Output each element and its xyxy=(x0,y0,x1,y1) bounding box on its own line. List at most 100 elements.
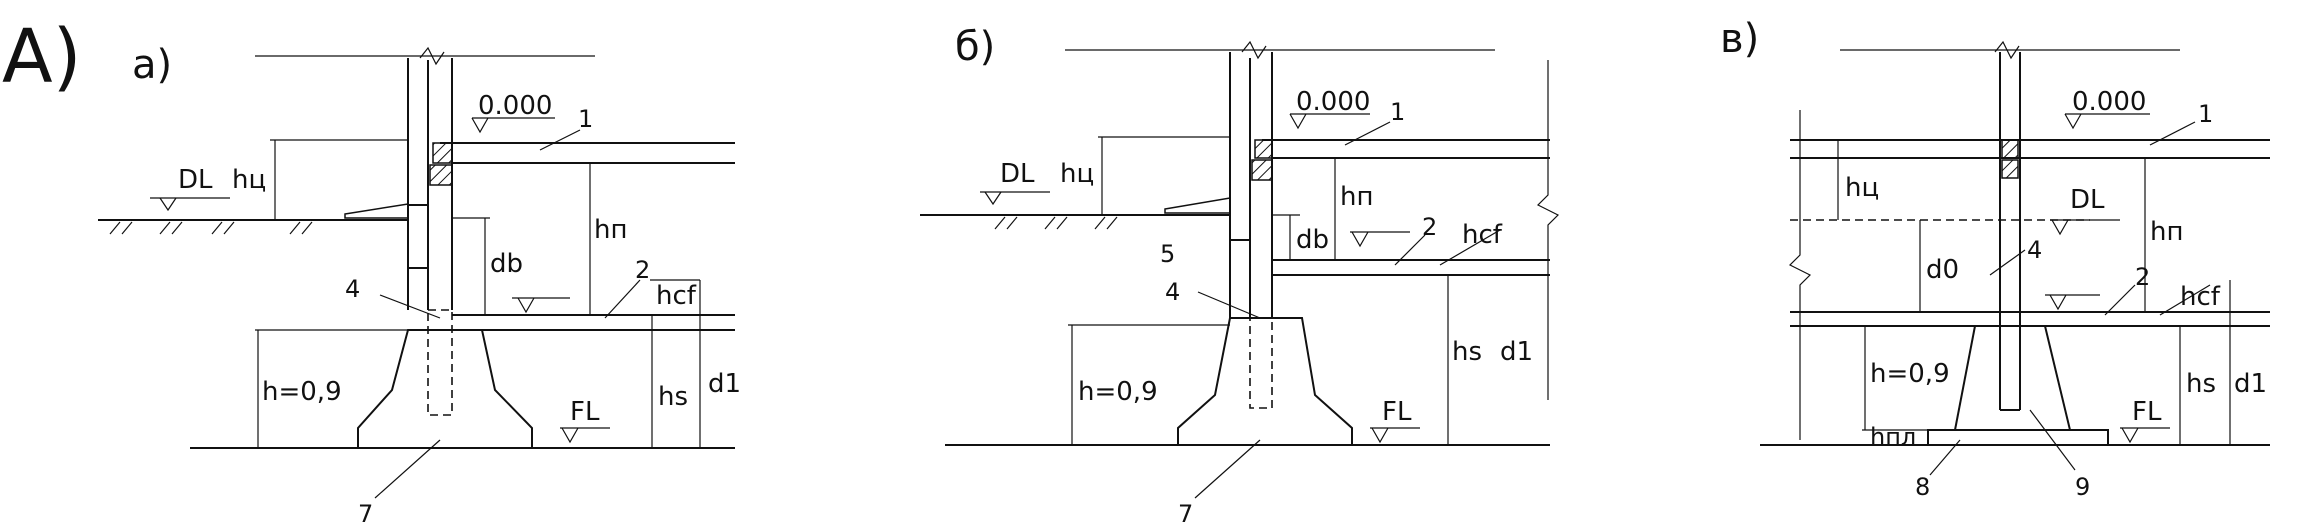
label-7-b: 7 xyxy=(1178,500,1193,522)
leader-2 xyxy=(2104,284,2136,316)
beam-hatch-bottom xyxy=(2001,159,2019,179)
panel-b-title: б) xyxy=(955,24,995,70)
label-2-b: 2 xyxy=(1422,213,1437,241)
label-fl-b: FL xyxy=(1382,397,1412,427)
leader-2 xyxy=(604,279,641,319)
label-5-b: 5 xyxy=(1160,240,1175,268)
label-db-b: db xyxy=(1296,225,1329,255)
pedestal-left xyxy=(1954,325,1976,431)
panel-a: а) 0.000 1 DL hц xyxy=(98,42,741,527)
break-mark xyxy=(1241,40,1267,60)
main-label: А) xyxy=(2,14,82,100)
label-4-b: 4 xyxy=(1165,278,1180,306)
label-d1-b: d1 xyxy=(1500,337,1533,367)
level-zero-arrow xyxy=(2064,113,2082,130)
ground-hatch xyxy=(994,216,1118,230)
beam-hatch-top xyxy=(1254,139,1273,159)
label-4-a: 4 xyxy=(345,275,360,303)
label-d1-a: d1 xyxy=(708,369,741,399)
label-dl-v: DL xyxy=(2070,185,2105,215)
right-break xyxy=(1536,60,1560,400)
label-hp-b: hп xyxy=(1340,182,1373,212)
level-zero-arrow xyxy=(1289,113,1307,130)
label-d1-v: d1 xyxy=(2234,369,2267,399)
label-h09-a: h=0,9 xyxy=(262,377,342,407)
dl-arrow xyxy=(159,197,177,212)
hcf-arrow xyxy=(2049,294,2067,311)
label-1-a: 1 xyxy=(578,105,593,133)
label-hp-v: hп xyxy=(2150,217,2183,247)
label-hcf-b: hcf xyxy=(1462,220,1503,250)
panel-b: б) 0.000 1 DL hц xyxy=(920,24,1560,527)
leader-2 xyxy=(1394,234,1426,266)
label-2-v: 2 xyxy=(2135,263,2150,291)
leader-7 xyxy=(374,439,441,499)
panel-v: в) 0.000 1 DL hц d0 hп 4 xyxy=(1720,16,2270,501)
dl-arrow xyxy=(2051,219,2069,236)
leader-1 xyxy=(2149,121,2196,146)
label-7-a: 7 xyxy=(358,500,373,522)
label-fl-v: FL xyxy=(2132,397,2162,427)
dl-arrow xyxy=(984,191,1002,206)
left-break xyxy=(1788,110,1812,440)
label-hcf-a: hcf xyxy=(656,281,697,311)
level-zero-arrow xyxy=(471,117,489,134)
leader-8 xyxy=(1929,439,1961,476)
label-h09-v: h=0,9 xyxy=(1870,359,1950,389)
label-dl-a: DL xyxy=(178,165,213,195)
leader-1 xyxy=(1344,121,1391,146)
label-1-v: 1 xyxy=(2198,100,2213,128)
label-dl-b: DL xyxy=(1000,159,1035,189)
label-d0-v: d0 xyxy=(1926,255,1959,285)
wall-in-foundation xyxy=(427,309,453,416)
label-hc-a: hц xyxy=(232,165,266,195)
label-hs-a: hs xyxy=(658,382,688,412)
beam-hatch-bottom xyxy=(429,164,453,186)
foundation-slab xyxy=(1927,429,2109,446)
label-hcf-v: hcf xyxy=(2180,282,2221,312)
blind-area xyxy=(1164,197,1231,214)
label-9-v: 9 xyxy=(2075,473,2090,501)
leader-7 xyxy=(1194,439,1261,499)
fl-arrow xyxy=(561,427,579,444)
panel-a-title: а) xyxy=(132,42,172,88)
fl-arrow xyxy=(1371,427,1389,444)
leader-4 xyxy=(379,294,441,319)
label-hp-a: hп xyxy=(594,215,627,245)
beam-hatch-top xyxy=(432,142,453,164)
label-fl-a: FL xyxy=(570,397,600,427)
hcf-leader xyxy=(1439,229,1501,266)
label-8-v: 8 xyxy=(1915,473,1930,501)
label-2-a: 2 xyxy=(635,256,650,284)
label-hc-b: hц xyxy=(1060,159,1094,189)
beam-hatch-bottom xyxy=(1251,159,1273,181)
label-hs-b: hs xyxy=(1452,337,1482,367)
wall-in-foundation xyxy=(1249,317,1273,409)
label-h09-b: h=0,9 xyxy=(1078,377,1158,407)
foundation xyxy=(1177,317,1353,446)
leader-1 xyxy=(539,129,581,151)
ground-hatch xyxy=(109,221,313,235)
leader-4 xyxy=(1197,291,1261,319)
foundation xyxy=(357,329,533,449)
label-db-a: db xyxy=(490,249,523,279)
blind-area xyxy=(344,203,409,219)
break-mark xyxy=(1994,40,2020,60)
level-zero-b: 0.000 xyxy=(1296,87,1370,117)
label-4-v: 4 xyxy=(2027,236,2042,264)
level-zero-a: 0.000 xyxy=(478,91,552,121)
hcf-leader xyxy=(2159,284,2211,316)
pedestal-right xyxy=(2044,325,2071,431)
hcf-arrow xyxy=(1351,231,1369,248)
beam-hatch-top xyxy=(2001,139,2019,159)
panel-v-title: в) xyxy=(1720,16,1759,62)
leader-4 xyxy=(1989,249,2026,276)
level-zero-v: 0.000 xyxy=(2072,87,2146,117)
label-hpl-v: hпл xyxy=(1870,423,1916,451)
break-mark xyxy=(419,46,445,66)
label-1-b: 1 xyxy=(1390,98,1405,126)
label-hs-v: hs xyxy=(2186,369,2216,399)
leader-9 xyxy=(2029,409,2076,471)
